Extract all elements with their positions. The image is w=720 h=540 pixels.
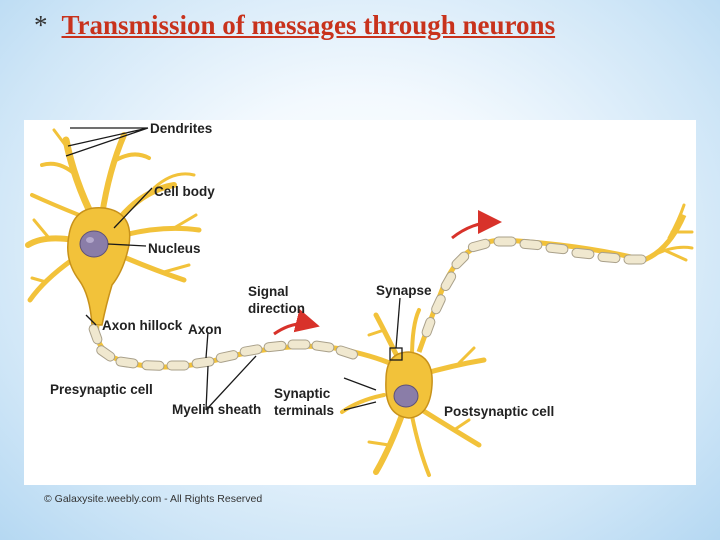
title-text: Transmission of messages through neurons [61, 10, 556, 40]
label-synaptic-terminals-1: Synaptic [274, 386, 331, 401]
postsynaptic-nucleus [393, 384, 419, 408]
slide-title: * Transmission of messages through neuron… [34, 10, 555, 41]
presynaptic-nucleus [79, 230, 109, 258]
leader-lines [65, 127, 401, 411]
copyright-notice: © Galaxysite.weebly.com - All Rights Res… [44, 493, 263, 505]
label-nucleus: Nucleus [148, 241, 201, 256]
signal-arrow-2 [451, 210, 502, 240]
nucleolus [86, 237, 94, 243]
label-axon-hillock: Axon hillock [102, 318, 183, 333]
label-signal-direction-1: Signal [248, 284, 289, 299]
myelin-sheath-segments [88, 324, 359, 371]
title-bullet: * [34, 10, 48, 40]
postsynaptic-myelin-segments [421, 236, 647, 338]
label-cell-body: Cell body [154, 184, 215, 199]
label-synaptic-terminals-2: terminals [274, 403, 334, 418]
presynaptic-cell-body [67, 207, 131, 326]
postsynaptic-axon-core [416, 214, 687, 353]
neuron-diagram: Dendrites Cell body Nucleus Signal direc… [24, 120, 696, 485]
label-synapse: Synapse [376, 283, 432, 298]
label-axon: Axon [188, 322, 222, 337]
label-postsynaptic-cell: Postsynaptic cell [444, 404, 554, 419]
label-signal-direction-2: direction [248, 301, 305, 316]
signal-arrow-1 [273, 308, 320, 336]
neuron-diagram-svg: Dendrites Cell body Nucleus Signal direc… [25, 121, 694, 477]
label-presynaptic-cell: Presynaptic cell [50, 382, 153, 397]
axon-terminal-branches [652, 203, 694, 262]
label-myelin-sheath: Myelin sheath [172, 402, 261, 417]
label-dendrites: Dendrites [150, 121, 212, 136]
